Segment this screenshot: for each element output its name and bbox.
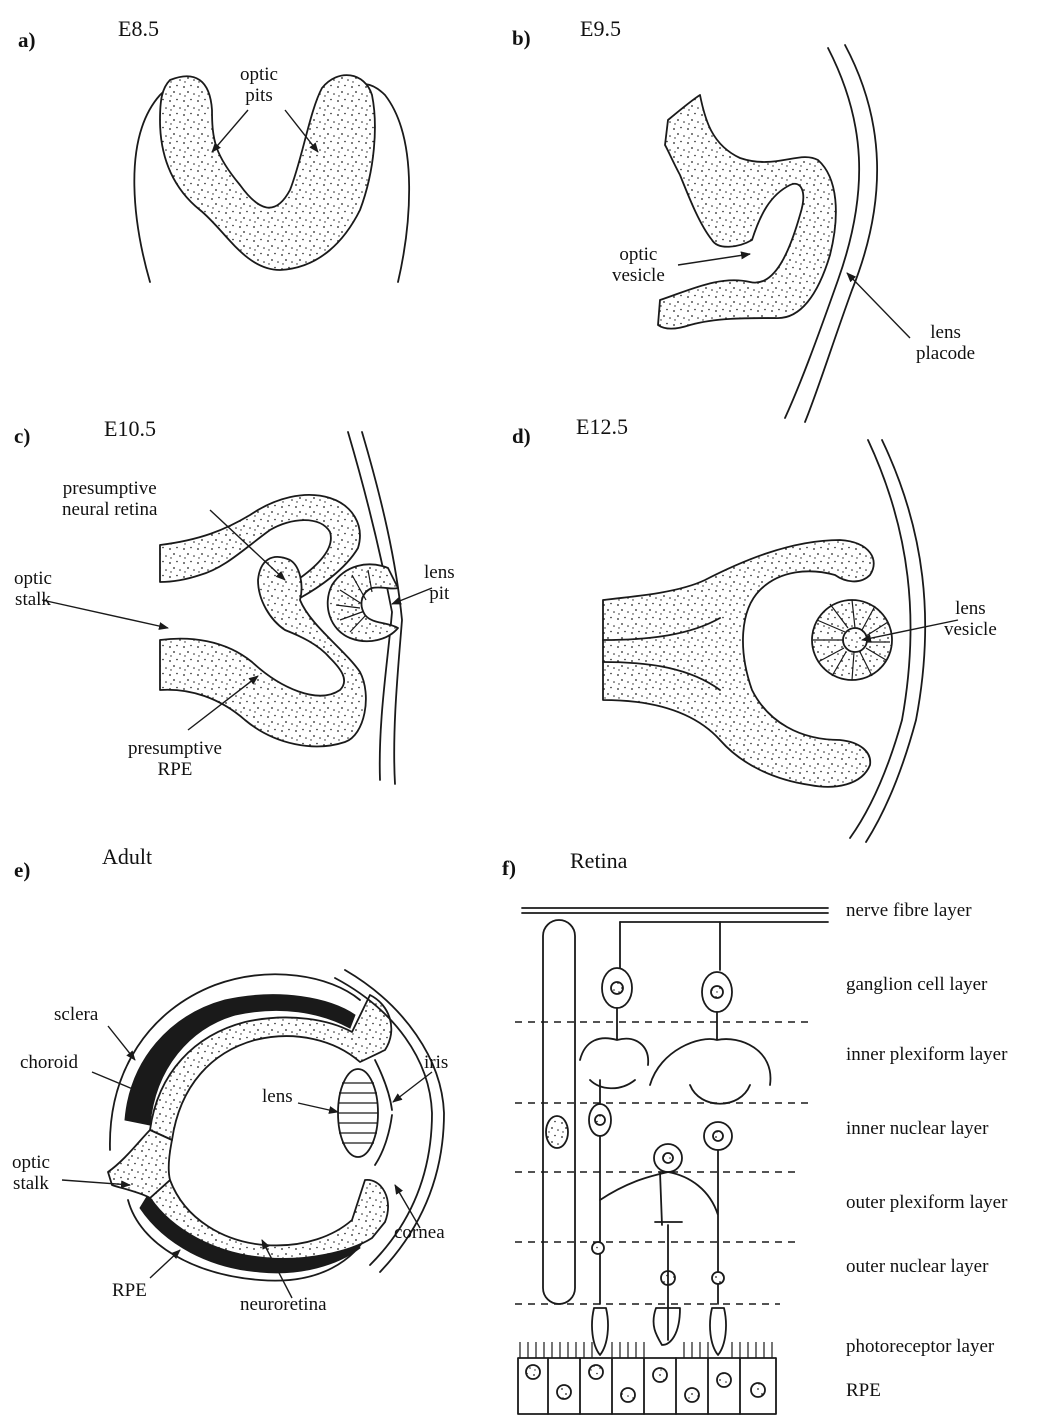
panel-f-fringe <box>520 1342 772 1358</box>
panel-b-arrow-vesicle <box>678 254 750 265</box>
panel-f-ganglion-2-nucleus <box>711 986 723 998</box>
label-cornea: cornea <box>394 1222 445 1243</box>
label-sclera: sclera <box>54 1004 98 1025</box>
label-lens-vesicle: lens vesicle <box>944 598 997 640</box>
panel-e-arrow-rpe <box>150 1250 180 1278</box>
layer-label-photoreceptor: photoreceptor layer <box>846 1336 994 1357</box>
panel-a-letter: a) <box>18 28 36 53</box>
label-presumptive-neural-retina: presumptive neural retina <box>62 478 157 520</box>
label-optic-stalk-e: optic stalk <box>12 1152 50 1194</box>
panel-c-arrow-stalk <box>42 600 168 628</box>
panel-f-onl-nucleus-1 <box>592 1242 604 1254</box>
label-lens-placode: lens placode <box>916 322 975 364</box>
panel-a-stage: E8.5 <box>118 16 159 42</box>
layer-label-inner-nuclear: inner nuclear layer <box>846 1118 988 1139</box>
label-optic-stalk-c: optic stalk <box>14 568 52 610</box>
panel-f-muller-nucleus <box>546 1116 568 1148</box>
panel-f-amacrine-nucleus <box>713 1131 723 1141</box>
panel-e-optic-stalk <box>108 1130 172 1198</box>
panel-e-letter: e) <box>14 858 30 883</box>
panel-c-stage: E10.5 <box>104 416 156 442</box>
label-presumptive-rpe: presumptive RPE <box>128 738 222 780</box>
layer-label-nerve-fibre: nerve fibre layer <box>846 900 972 921</box>
layer-label-outer-plexiform: outer plexiform layer <box>846 1192 1007 1213</box>
panel-f-onl-nucleus-3 <box>712 1272 724 1284</box>
panel-f-cone-axon <box>655 1222 682 1340</box>
panel-b-drawing <box>658 45 910 422</box>
panel-f-dendrites-1 <box>580 1008 648 1088</box>
layer-label-rpe: RPE <box>846 1380 881 1401</box>
panel-f-letter: f) <box>502 856 516 881</box>
label-lens-pit: lens pit <box>424 562 455 604</box>
panel-e-arrow-iris <box>393 1072 432 1102</box>
label-optic-vesicle: optic vesicle <box>612 244 665 286</box>
layer-label-inner-plexiform: inner plexiform layer <box>846 1044 1007 1065</box>
panel-c-ectoderm-b <box>362 432 402 784</box>
panel-b-optic-vesicle <box>658 95 836 329</box>
panel-e-lens-lines <box>338 1083 378 1143</box>
panel-f-bipolar-1-nucleus <box>595 1115 605 1125</box>
panel-f-dendrites-2 <box>650 1012 770 1104</box>
panel-f-ganglion-1-nucleus <box>611 982 623 994</box>
label-rpe-e: RPE <box>112 1280 147 1301</box>
panel-b-stage: E9.5 <box>580 16 621 42</box>
panel-f-horizontal-processes <box>600 1150 718 1304</box>
panel-b-arrow-placode <box>847 273 910 338</box>
layer-label-ganglion-cell: ganglion cell layer <box>846 974 987 995</box>
panel-f-rpe-dividers <box>548 1358 740 1414</box>
panel-a-arrow-left <box>212 110 248 152</box>
panel-e-arrow-lens <box>298 1103 338 1112</box>
panel-f-drawing <box>515 908 828 1414</box>
label-optic-pits: optic pits <box>240 64 278 106</box>
panel-f-muller-cell <box>543 920 575 1304</box>
panel-f-horizontal-nucleus <box>663 1153 673 1163</box>
panel-e-stage: Adult <box>102 844 152 870</box>
panel-b-letter: b) <box>512 26 531 51</box>
panel-d-stage: E12.5 <box>576 414 628 440</box>
label-iris: iris <box>424 1052 448 1073</box>
panel-c-lens-pit <box>328 564 398 641</box>
panel-f-nerve-fibre-lines <box>522 908 828 922</box>
panel-d-drawing <box>603 440 958 842</box>
panel-f-stage: Retina <box>570 848 627 874</box>
label-neuroretina: neuroretina <box>240 1294 327 1315</box>
panel-f-rpe-nuclei <box>526 1365 765 1402</box>
panel-a-drawing <box>134 75 409 282</box>
panel-e-arrow-sclera <box>108 1026 135 1060</box>
label-choroid: choroid <box>20 1052 78 1073</box>
panel-c-letter: c) <box>14 424 30 449</box>
panel-d-letter: d) <box>512 424 531 449</box>
panel-f-rpe-row <box>518 1358 776 1414</box>
layer-label-outer-nuclear: outer nuclear layer <box>846 1256 988 1277</box>
label-lens: lens <box>262 1086 293 1107</box>
panel-e-drawing <box>62 970 444 1298</box>
